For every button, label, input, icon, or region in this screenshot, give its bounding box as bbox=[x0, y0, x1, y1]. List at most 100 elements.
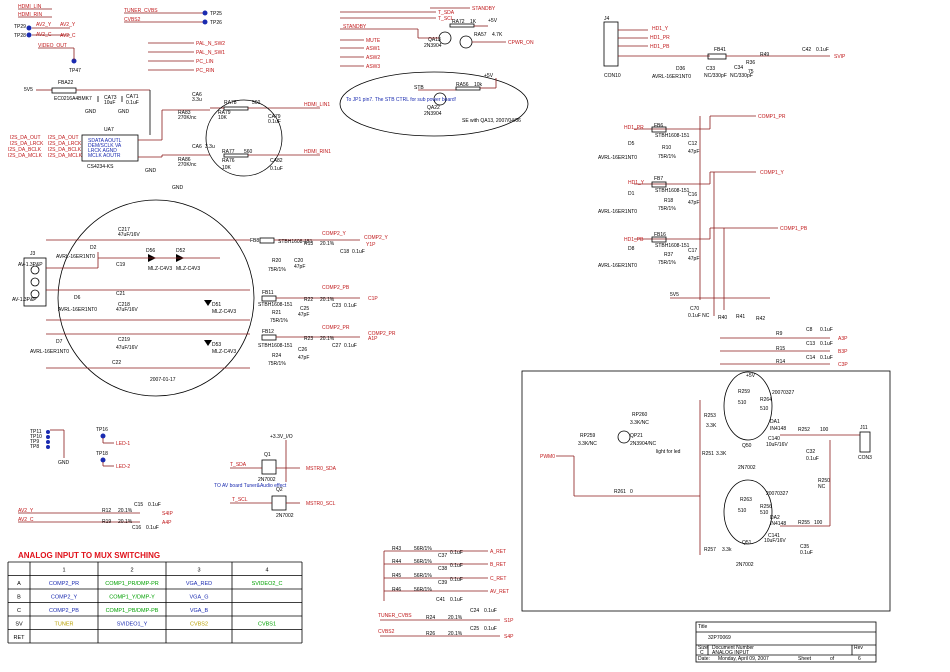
svg-text:HD1_Y: HD1_Y bbox=[628, 180, 645, 186]
svg-text:GND: GND bbox=[145, 168, 157, 174]
svg-text:Q1: Q1 bbox=[264, 452, 271, 458]
svg-text:10k: 10k bbox=[474, 82, 483, 88]
svg-text:C16: C16 bbox=[132, 525, 141, 531]
svg-text:2N3904/NC: 2N3904/NC bbox=[630, 441, 657, 447]
svg-text:CVBS2: CVBS2 bbox=[124, 17, 141, 23]
svg-text:SDATA AOUTL: SDATA AOUTL bbox=[88, 138, 122, 144]
svg-text:D6: D6 bbox=[74, 295, 81, 301]
svg-text:D7: D7 bbox=[56, 339, 63, 345]
svg-text:J11: J11 bbox=[860, 425, 868, 431]
table-cell: RET bbox=[14, 635, 26, 641]
svg-text:Date:: Date: bbox=[698, 656, 710, 662]
svg-text:R264: R264 bbox=[760, 397, 772, 403]
svg-text:C34: C34 bbox=[734, 65, 743, 71]
svg-text:COMP2_PR: COMP2_PR bbox=[368, 331, 396, 337]
svg-text:J3: J3 bbox=[30, 251, 36, 257]
svg-text:C32: C32 bbox=[806, 449, 815, 455]
svg-text:CA73: CA73 bbox=[104, 95, 117, 101]
svg-text:0.1uF: 0.1uF bbox=[450, 597, 463, 603]
svg-text:TP29: TP29 bbox=[14, 24, 26, 30]
table-header-cell: 3 bbox=[197, 568, 200, 574]
svg-text:20.1%: 20.1% bbox=[320, 336, 335, 342]
svg-text:MLZ-C4V3: MLZ-C4V3 bbox=[212, 309, 236, 315]
svg-text:20.1%: 20.1% bbox=[448, 615, 463, 621]
svg-text:AV_RET: AV_RET bbox=[490, 589, 509, 595]
table-cell: SV bbox=[15, 622, 23, 628]
svg-text:Q2: Q2 bbox=[276, 487, 283, 493]
svg-text:I2S_DA_BCLK: I2S_DA_BCLK bbox=[8, 147, 42, 153]
svg-text:10K: 10K bbox=[218, 115, 228, 121]
svg-text:PAL_N_SW2: PAL_N_SW2 bbox=[196, 41, 225, 47]
comp1-block: HD1_PR FB6 STBH1608-151 COMP1_PR D5 AVRL… bbox=[598, 114, 848, 368]
svg-text:R9: R9 bbox=[776, 331, 783, 337]
svg-text:STBH1608-151: STBH1608-151 bbox=[655, 243, 690, 249]
svg-text:56R/1%: 56R/1% bbox=[414, 573, 432, 579]
svg-text:0.1uF: 0.1uF bbox=[344, 303, 357, 309]
svg-text:C218: C218 bbox=[118, 302, 130, 308]
svg-text:UA7: UA7 bbox=[104, 127, 114, 133]
svg-text:RP260: RP260 bbox=[632, 412, 648, 418]
svg-text:AVRL-16ER1NT0: AVRL-16ER1NT0 bbox=[598, 209, 637, 215]
svg-text:S4IP: S4IP bbox=[162, 511, 174, 517]
svg-text:0.1uF: 0.1uF bbox=[820, 341, 833, 347]
svg-text:FB12: FB12 bbox=[262, 329, 274, 335]
svg-text:LED-2: LED-2 bbox=[116, 464, 130, 470]
svg-text:3.3u: 3.3u bbox=[205, 144, 215, 150]
svg-text:R23: R23 bbox=[304, 336, 313, 342]
svg-text:R252: R252 bbox=[798, 427, 810, 433]
svg-text:R24: R24 bbox=[426, 615, 435, 621]
svg-text:I2S_DA_MCLK: I2S_DA_MCLK bbox=[8, 153, 43, 159]
svg-text:NC/330pF: NC/330pF bbox=[704, 73, 727, 79]
svg-text:COMP2_Y: COMP2_Y bbox=[322, 231, 347, 237]
svg-text:RA79: RA79 bbox=[218, 110, 231, 116]
svg-text:CA79: CA79 bbox=[268, 114, 281, 120]
svg-text:TP10: TP10 bbox=[30, 434, 42, 440]
svg-text:R253: R253 bbox=[704, 413, 716, 419]
svg-text:10uF/16V: 10uF/16V bbox=[766, 442, 788, 448]
svg-text:R26: R26 bbox=[426, 631, 435, 637]
svg-text:270K/nc: 270K/nc bbox=[178, 162, 197, 168]
svg-text:MLZ-C4V3: MLZ-C4V3 bbox=[148, 266, 172, 272]
svg-text:2N3904: 2N3904 bbox=[424, 43, 442, 49]
svg-text:0.1uF NC: 0.1uF NC bbox=[688, 313, 710, 319]
svg-text:D8: D8 bbox=[628, 246, 635, 252]
svg-text:FB41: FB41 bbox=[714, 47, 726, 53]
hd-connector-block: J4 CON10 HD1_Y HD1_PR HD1_PB FB41 R49 C4… bbox=[603, 16, 846, 80]
svg-text:C20: C20 bbox=[294, 258, 303, 264]
table-cell: COMP1_Y/DMP-Y bbox=[109, 595, 155, 601]
svg-text:RP259: RP259 bbox=[580, 433, 596, 439]
table-cell: VGA_RED bbox=[186, 581, 212, 587]
svg-text:I2S_DA_LRCK: I2S_DA_LRCK bbox=[48, 141, 82, 147]
svg-text:0.1uF: 0.1uF bbox=[344, 343, 357, 349]
svg-text:HDMI_LIN: HDMI_LIN bbox=[18, 4, 42, 10]
svg-text:270K/nc: 270K/nc bbox=[178, 115, 197, 121]
svg-text:A_RET: A_RET bbox=[490, 549, 506, 555]
svg-text:Q51: Q51 bbox=[742, 540, 752, 546]
svg-text:R256: R256 bbox=[760, 504, 772, 510]
return-network-block: R43 56R/1% C37 0.1uF A_RET R44 56R/1% C3… bbox=[378, 546, 514, 640]
svg-text:0.1uF: 0.1uF bbox=[148, 502, 161, 508]
svg-text:R13: R13 bbox=[304, 241, 313, 247]
svg-text:ASW1: ASW1 bbox=[366, 46, 380, 52]
svg-text:C19: C19 bbox=[116, 262, 125, 268]
svg-text:10uF: 10uF bbox=[104, 100, 115, 106]
svg-text:R20: R20 bbox=[272, 258, 281, 264]
svg-text:R263: R263 bbox=[740, 497, 752, 503]
svg-text:AVRL-16ER1NT0: AVRL-16ER1NT0 bbox=[56, 254, 95, 260]
svg-text:R21: R21 bbox=[272, 310, 281, 316]
svg-text:SVIP: SVIP bbox=[834, 54, 846, 60]
svg-text:C16: C16 bbox=[688, 192, 697, 198]
svg-text:75R/1%: 75R/1% bbox=[658, 260, 676, 266]
svg-text:0.1uF: 0.1uF bbox=[268, 119, 281, 125]
svg-text:AVRL-16ER1NT0: AVRL-16ER1NT0 bbox=[598, 263, 637, 269]
svg-text:ASW2: ASW2 bbox=[366, 55, 380, 61]
svg-text:R37: R37 bbox=[664, 252, 673, 258]
svg-text:3.3K: 3.3K bbox=[706, 423, 717, 429]
svg-text:IN4148: IN4148 bbox=[770, 521, 786, 527]
svg-text:COMP2_PR: COMP2_PR bbox=[322, 325, 350, 331]
svg-text:75R/1%: 75R/1% bbox=[658, 154, 676, 160]
table-cell: B bbox=[17, 595, 21, 601]
svg-text:MUTE: MUTE bbox=[366, 38, 381, 44]
svg-text:CA6: CA6 bbox=[192, 144, 202, 150]
svg-text:47pF: 47pF bbox=[298, 355, 309, 361]
